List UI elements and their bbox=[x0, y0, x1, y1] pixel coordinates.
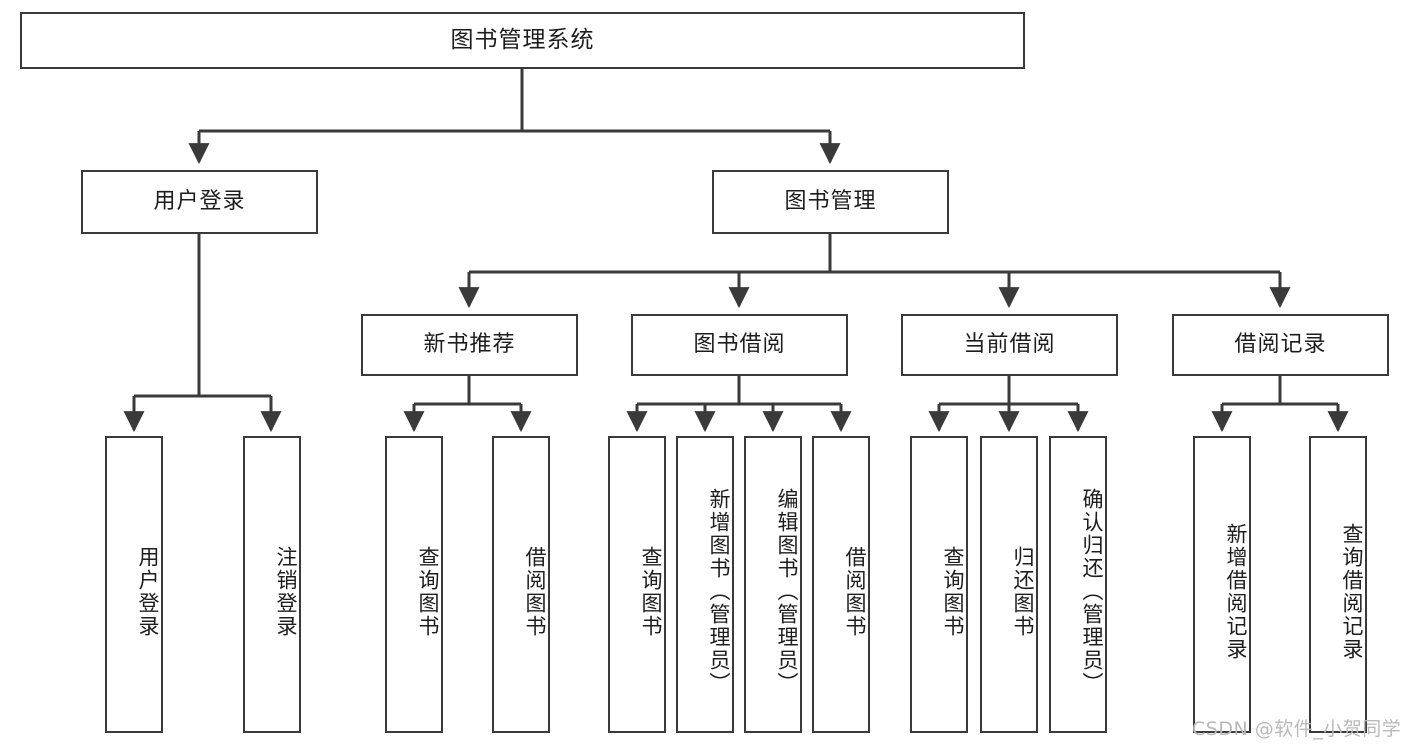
leaf-borrow-search-book[interactable]: 查询图书 bbox=[608, 436, 666, 733]
leaf-borrow-add-book[interactable]: 新增图书（管理员） bbox=[676, 436, 734, 733]
csdn-watermark: CSDN @软件_小贺同学 bbox=[1192, 718, 1402, 740]
leaf-new-book-borrow[interactable]: 借阅图书 bbox=[492, 436, 550, 733]
node-new-book-recommend[interactable]: 新书推荐 bbox=[361, 314, 578, 376]
leaf-records-search-record[interactable]: 查询借阅记录 bbox=[1309, 436, 1367, 733]
leaf-records-add-record[interactable]: 新增借阅记录 bbox=[1193, 436, 1251, 733]
node-borrow-records[interactable]: 借阅记录 bbox=[1172, 314, 1389, 376]
leaf-borrow-borrow-book[interactable]: 借阅图书 bbox=[812, 436, 870, 733]
leaf-user-login-signin[interactable]: 用户登录 bbox=[105, 436, 163, 733]
node-root-system[interactable]: 图书管理系统 bbox=[20, 12, 1025, 69]
node-book-management[interactable]: 图书管理 bbox=[712, 170, 949, 234]
leaf-current-confirm-return[interactable]: 确认归还（管理员） bbox=[1049, 436, 1107, 733]
leaf-user-login-signout[interactable]: 注销登录 bbox=[243, 436, 301, 733]
node-book-borrow[interactable]: 图书借阅 bbox=[631, 314, 848, 376]
leaf-new-book-search[interactable]: 查询图书 bbox=[385, 436, 443, 733]
leaf-borrow-edit-book[interactable]: 编辑图书（管理员） bbox=[744, 436, 802, 733]
leaf-current-search-book[interactable]: 查询图书 bbox=[910, 436, 968, 733]
node-current-borrow[interactable]: 当前借阅 bbox=[901, 314, 1118, 376]
leaf-current-return-book[interactable]: 归还图书 bbox=[980, 436, 1038, 733]
node-user-login[interactable]: 用户登录 bbox=[81, 170, 318, 234]
